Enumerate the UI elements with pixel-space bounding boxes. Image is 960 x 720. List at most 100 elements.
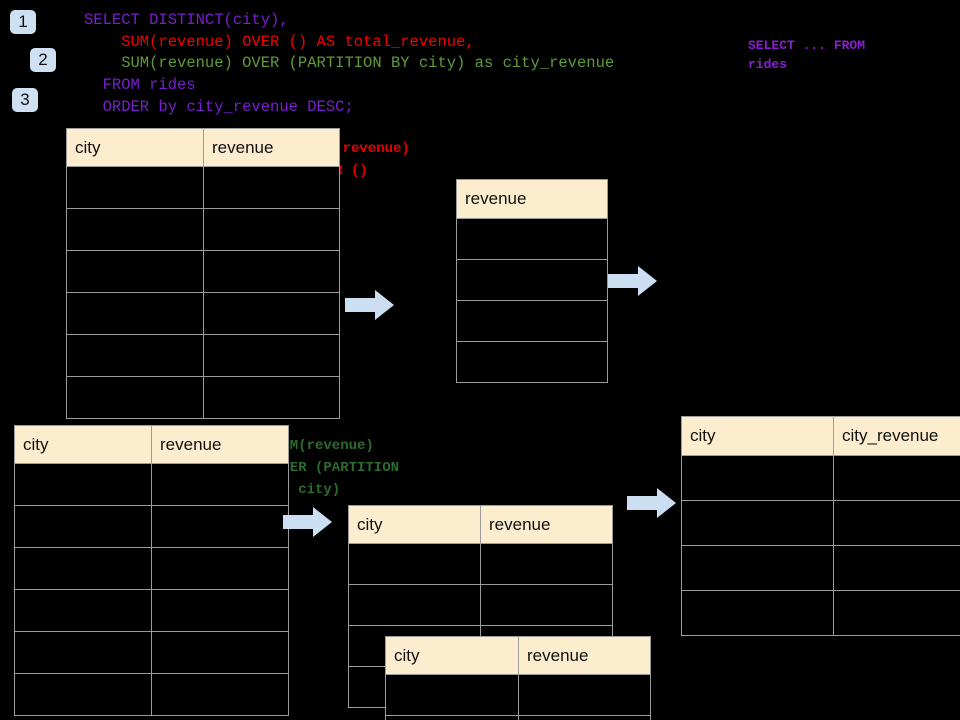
sql-line-select-distinct: SELECT DISTINCT(city), xyxy=(84,11,289,29)
column-header-city: city xyxy=(385,636,519,675)
step-badge-1: 1 xyxy=(10,10,36,34)
cell xyxy=(151,631,289,674)
table-row xyxy=(348,543,613,585)
cell xyxy=(456,218,608,260)
cell xyxy=(348,543,481,585)
cell xyxy=(681,500,834,546)
cell xyxy=(518,674,651,716)
table-row xyxy=(456,259,608,301)
table-row xyxy=(456,341,608,383)
table-row xyxy=(14,505,289,548)
table-row xyxy=(66,292,340,335)
cell xyxy=(151,547,289,590)
cell xyxy=(151,673,289,716)
table-source-bottom: city revenue xyxy=(14,425,289,716)
column-header-city-revenue: city_revenue xyxy=(833,416,960,456)
column-header-city: city xyxy=(348,505,481,544)
cell xyxy=(14,589,152,632)
column-header-revenue: revenue xyxy=(203,128,340,167)
cell xyxy=(833,545,960,591)
cell xyxy=(66,208,204,251)
table-row xyxy=(385,715,651,720)
table-row xyxy=(385,674,651,716)
cell xyxy=(14,547,152,590)
sql-line-sum-over-empty: SUM(revenue) OVER () AS total_revenue, xyxy=(84,33,475,51)
cell xyxy=(66,334,204,377)
step-badge-2: 2 xyxy=(30,48,56,72)
column-header-revenue: revenue xyxy=(480,505,613,544)
table-row xyxy=(14,631,289,674)
column-header-revenue: revenue xyxy=(518,636,651,675)
column-header-city: city xyxy=(66,128,204,167)
table-result: city city_revenue xyxy=(681,416,960,636)
cell xyxy=(203,334,340,377)
table-row xyxy=(66,334,340,377)
cell xyxy=(14,505,152,548)
cell xyxy=(456,341,608,383)
cell xyxy=(203,376,340,419)
cell xyxy=(348,584,481,626)
table-source-top: city revenue xyxy=(66,128,340,419)
table-row xyxy=(681,590,960,636)
annotation-sum-over-partition: SUM(revenue) OVER (PARTITION BY city) xyxy=(273,438,400,498)
cell xyxy=(66,376,204,419)
table-total-revenue: revenue xyxy=(456,179,608,383)
table-header-row: city revenue xyxy=(348,505,613,544)
cell xyxy=(833,455,960,501)
table-row xyxy=(14,463,289,506)
table-partition-b: city revenue xyxy=(385,636,651,720)
flow-arrow-1 xyxy=(345,288,395,327)
table-row xyxy=(681,500,960,546)
table-header-row: city city_revenue xyxy=(681,416,960,456)
cell xyxy=(203,208,340,251)
table-row xyxy=(66,376,340,419)
cell xyxy=(203,166,340,209)
cell xyxy=(480,543,613,585)
cell xyxy=(681,455,834,501)
cell xyxy=(203,250,340,293)
table-header-row: city revenue xyxy=(14,425,289,464)
flow-arrow-2 xyxy=(608,264,658,303)
column-header-revenue: revenue xyxy=(456,179,608,219)
step-badge-3: 3 xyxy=(12,88,38,112)
table-row xyxy=(348,584,613,626)
cell xyxy=(151,505,289,548)
table-row xyxy=(456,300,608,342)
cell xyxy=(456,300,608,342)
cell xyxy=(681,545,834,591)
cell xyxy=(456,259,608,301)
cell xyxy=(833,590,960,636)
table-row xyxy=(14,589,289,632)
column-header-revenue: revenue xyxy=(151,425,289,464)
cell xyxy=(14,463,152,506)
cell xyxy=(66,250,204,293)
table-row xyxy=(456,218,608,260)
table-row xyxy=(66,208,340,251)
column-header-city: city xyxy=(14,425,152,464)
cell xyxy=(480,584,613,626)
table-row xyxy=(681,545,960,591)
cell xyxy=(681,590,834,636)
table-row xyxy=(681,455,960,501)
cell xyxy=(518,715,651,720)
cell xyxy=(151,589,289,632)
column-header-city: city xyxy=(681,416,834,456)
sql-line-sum-over-partition: SUM(revenue) OVER (PARTITION BY city) as… xyxy=(84,54,615,72)
cell xyxy=(66,166,204,209)
cell xyxy=(385,715,519,720)
cell xyxy=(14,631,152,674)
table-row xyxy=(14,547,289,590)
table-header-row: revenue xyxy=(456,179,608,219)
flow-arrow-4 xyxy=(627,486,677,525)
table-row xyxy=(66,166,340,209)
sql-line-order-by: ORDER by city_revenue DESC; xyxy=(84,98,354,116)
flow-arrow-3 xyxy=(283,505,333,544)
table-header-row: city revenue xyxy=(66,128,340,167)
annotation-select-from: SELECT ... FROM rides xyxy=(748,38,866,72)
cell xyxy=(66,292,204,335)
table-row xyxy=(66,250,340,293)
table-row xyxy=(14,673,289,716)
cell xyxy=(385,674,519,716)
sql-line-from: FROM rides xyxy=(84,76,196,94)
